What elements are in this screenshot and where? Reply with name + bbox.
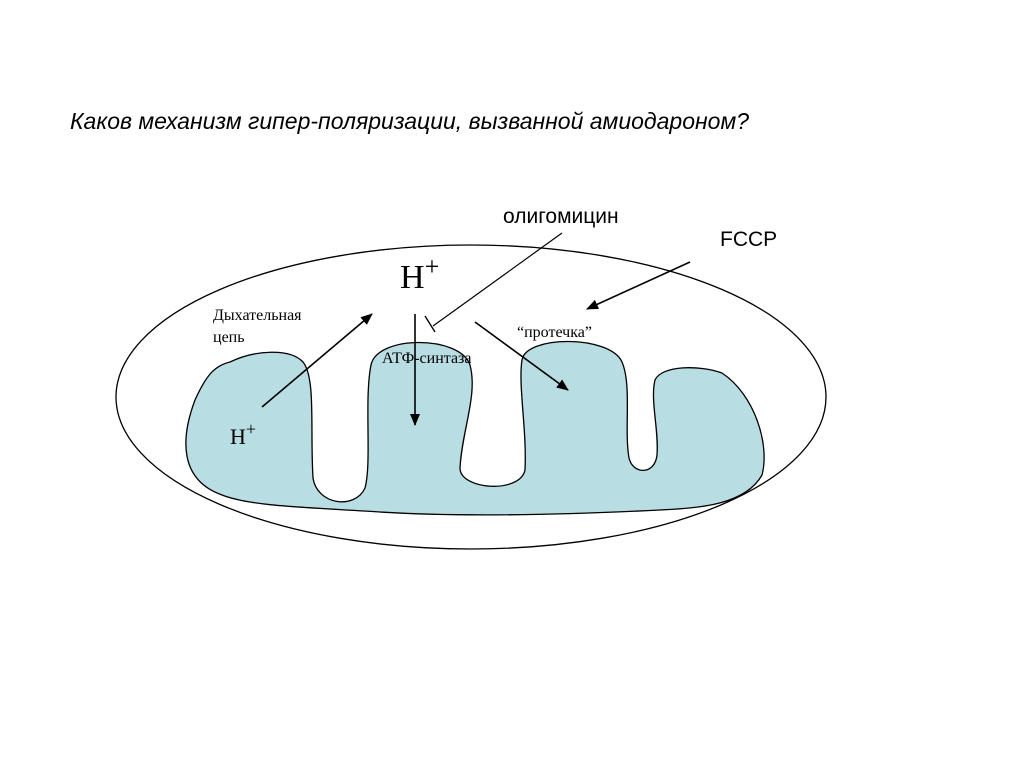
outer-membrane	[115, 244, 827, 550]
h-plus-top-base: H	[400, 259, 425, 296]
h-plus-matrix: H+	[230, 419, 256, 449]
leak-arrow	[474, 321, 569, 391]
atp-synthase-label: АТФ-синтаза	[382, 350, 471, 367]
respiratory-chain-label-line1: Дыхательная	[213, 307, 302, 324]
fccp-label: FCCP	[720, 228, 777, 251]
slide-title: Каков механизм гипер-поляризации, вызван…	[70, 108, 750, 134]
h-plus-inner-sup: +	[246, 419, 256, 439]
oligomycin-inhibition-line	[432, 232, 563, 327]
oligomycin-label: олигомицин	[503, 205, 619, 228]
fccp-arrow	[586, 261, 691, 310]
h-plus-inner-base: H	[230, 424, 246, 449]
respiratory-chain-label-line2: цепь	[213, 329, 245, 346]
h-plus-intermembrane: H+	[400, 252, 439, 296]
respiratory-chain-arrow	[261, 313, 373, 408]
inner-membrane-matrix	[185, 340, 765, 516]
h-plus-top-sup: +	[425, 252, 440, 281]
oligomycin-inhibition-bar	[424, 315, 436, 333]
leak-label: “протечка”	[517, 324, 592, 341]
